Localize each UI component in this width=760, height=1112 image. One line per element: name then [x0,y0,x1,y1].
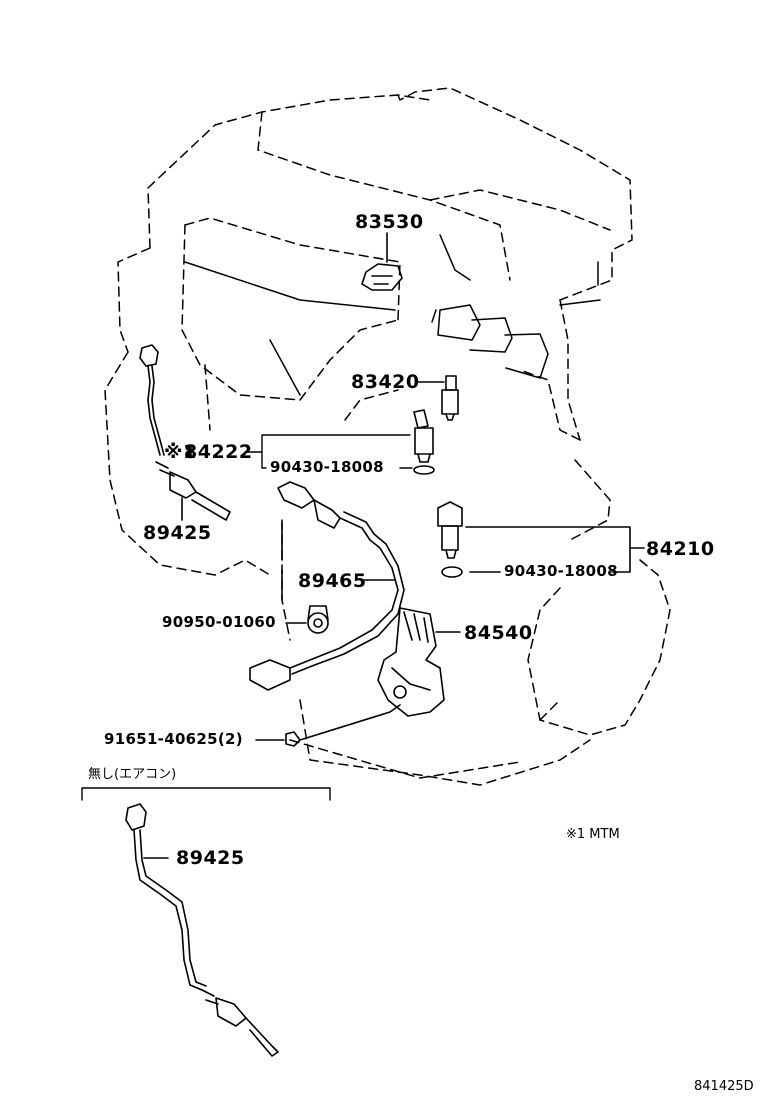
variant-header: 無し(エアコン) [88,767,177,782]
label-90430-b: 90430-18008 [504,562,618,580]
sensor-83530 [361,232,403,291]
label-89465: 89465 [298,570,367,592]
intake-ports [431,304,549,379]
gasket-90950 [285,605,329,634]
sensor-84210 [437,501,645,578]
variant-bracket [81,787,331,801]
engine-block-outline [104,87,671,786]
sensor-83420 [417,375,459,421]
label-84540: 84540 [464,622,533,644]
label-84210: 84210 [646,538,715,560]
label-90950: 90950-01060 [162,613,276,631]
label-91651: 91651-40625(2) [104,730,243,748]
sensor-84222 [413,409,435,475]
leader-84222 [244,434,413,469]
label-83530: 83530 [355,211,424,233]
bolt-91651 [255,704,401,747]
diagram-code: 841425D [694,1079,754,1094]
label-84222-mark: ※1 [164,441,197,463]
label-83420: 83420 [351,371,420,393]
footnote: ※1 MTM [566,827,620,842]
sensor-89465 [249,481,405,691]
sensor-89425-upper [139,344,231,521]
engine-details [184,234,601,396]
label-90430-a: 90430-18008 [270,458,384,476]
label-84222: 84222 [184,441,253,463]
switch-84540 [377,607,461,717]
label-89425-lower: 89425 [176,847,245,869]
label-89425-upper: 89425 [143,522,212,544]
sensor-89425-lower [125,803,279,1057]
